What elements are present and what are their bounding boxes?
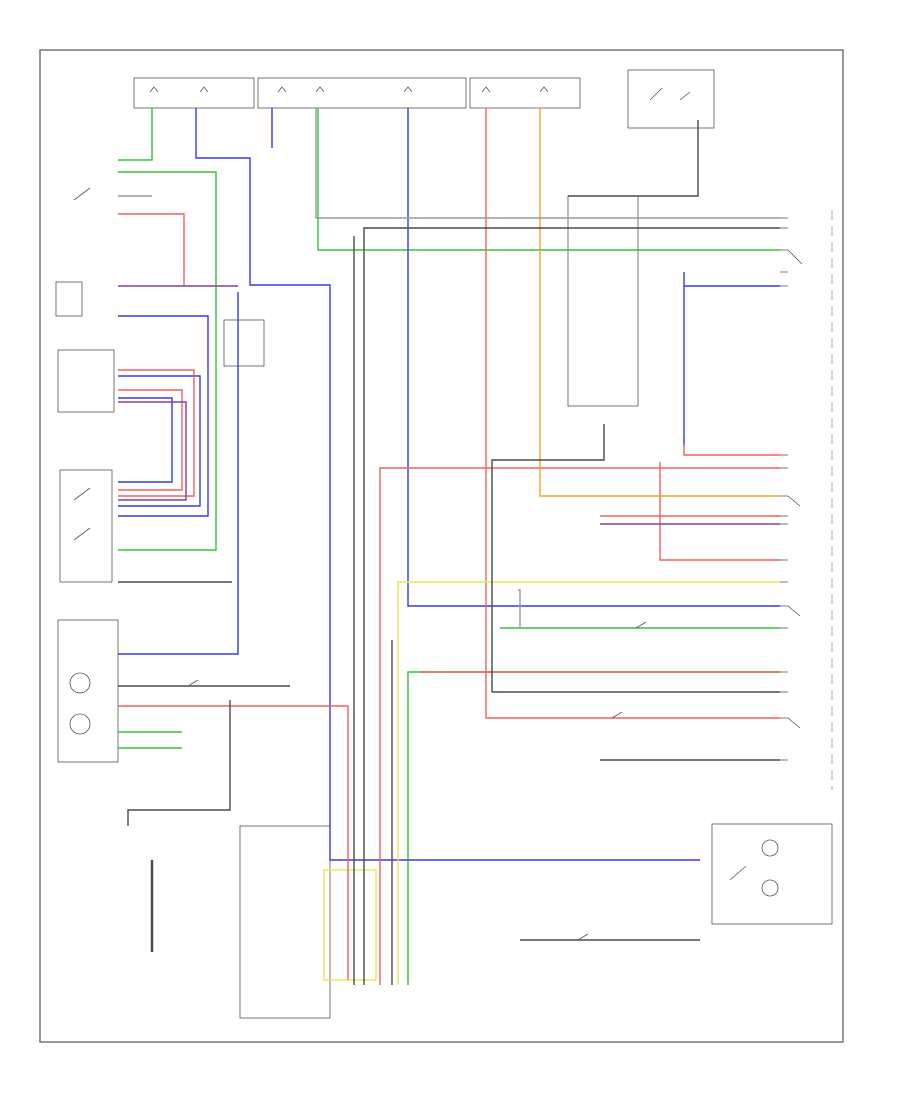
- wire-orange-1: [539, 108, 780, 497]
- wire-gray-1: [315, 108, 780, 219]
- wire-red-1: [118, 213, 185, 285]
- left-module-box: [57, 349, 115, 413]
- lower-right-lamp-1: [761, 839, 779, 857]
- wire-black-3: [491, 424, 605, 692]
- lower-right-lamp-2: [761, 879, 779, 897]
- center-relay-box: [223, 319, 265, 367]
- fuse-symbols: [149, 86, 691, 101]
- wire-red-8: [659, 462, 780, 561]
- left-lower-box: [57, 619, 119, 763]
- main-relay-box: [627, 69, 715, 129]
- lower-right-switch-box: [711, 823, 833, 925]
- wire-blue-6: [118, 375, 201, 507]
- wire-red-2: [485, 108, 780, 719]
- right-module-box: [567, 195, 639, 407]
- wire-red-7: [683, 445, 780, 456]
- wire-black-1: [568, 120, 699, 197]
- diagram-border: [39, 49, 844, 1043]
- fuse-box-right: [469, 77, 581, 109]
- wire-blue-5: [118, 397, 173, 483]
- wire-black-2: [363, 227, 780, 985]
- wire-blue-7: [118, 292, 239, 655]
- wire-red-3: [118, 369, 195, 497]
- wire-blue-1: [195, 108, 700, 861]
- center-controller-box: [239, 825, 331, 1019]
- wire-red-6: [379, 467, 780, 985]
- wire-gray-3: [518, 589, 521, 628]
- wire-black-7: [127, 700, 231, 826]
- wire-red-5: [118, 705, 349, 980]
- left-switch-box: [59, 469, 113, 583]
- wires: [118, 108, 780, 985]
- fuse-box-left: [133, 77, 255, 109]
- wire-blue-2: [407, 108, 780, 607]
- wire-purple-2: [118, 401, 187, 501]
- lamp-symbol-2: [69, 713, 91, 735]
- wire-green-2: [118, 171, 217, 551]
- wire-green-3: [317, 108, 780, 251]
- wire-yellow-1: [397, 581, 780, 985]
- wire-green-1: [118, 108, 153, 161]
- fuse-box-middle: [257, 77, 467, 109]
- lamp-symbol-1: [69, 672, 91, 694]
- terminal-ticks: [780, 217, 803, 761]
- switch-symbols: [73, 187, 747, 941]
- left-relay-box: [55, 281, 83, 317]
- wire-blue-4: [118, 315, 209, 517]
- controller-connector: [323, 869, 377, 981]
- wire-red-4: [118, 389, 183, 491]
